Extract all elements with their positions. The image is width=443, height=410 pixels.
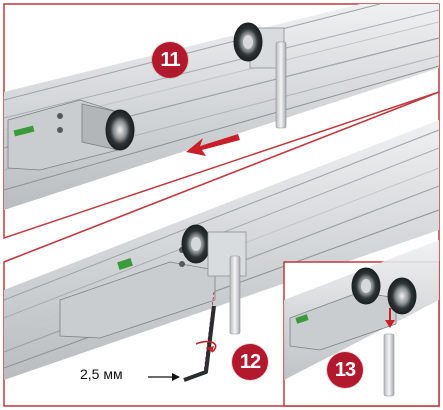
hex-key-size-label: 2,5 мм [80, 366, 123, 382]
carriage-lower [59, 224, 247, 339]
hex-key [183, 291, 217, 382]
wheel [105, 109, 135, 151]
direction-arrow-icon [186, 134, 240, 156]
step-number-12: 12 [232, 344, 268, 380]
step-11-panel [3, 3, 440, 240]
step-13-inset [283, 240, 440, 407]
step-number-13: 13 [327, 352, 363, 388]
wheel-with-pin [233, 22, 287, 129]
insert-arrow-icon [385, 320, 395, 328]
step-number-11: 11 [152, 42, 188, 78]
rotate-arrow-icon [195, 340, 217, 353]
